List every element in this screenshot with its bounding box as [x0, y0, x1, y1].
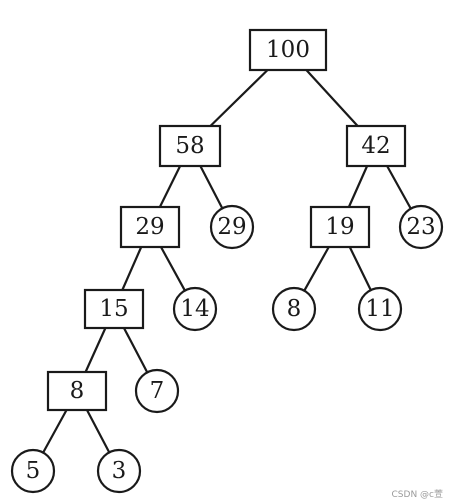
node-value-label: 14 — [180, 296, 209, 322]
tree-edge — [42, 408, 68, 454]
leaf-node-circle — [271, 286, 317, 332]
tree-edge — [122, 326, 149, 374]
node-value-label: 19 — [325, 214, 354, 240]
internal-node: 58 — [158, 124, 222, 168]
node-value-label: 15 — [99, 296, 128, 322]
node-value-label: 23 — [406, 214, 435, 240]
leaf-node: 5 — [10, 448, 56, 494]
internal-node-box — [119, 205, 181, 249]
tree-edge — [199, 164, 224, 210]
internal-node-box — [345, 124, 407, 168]
watermark: CSDN @c萱 — [391, 490, 443, 500]
tree-edge — [348, 245, 372, 292]
tree-edge — [303, 245, 330, 292]
internal-node: 8 — [46, 370, 108, 412]
tree-edge — [121, 245, 143, 292]
internal-node-box — [248, 28, 328, 72]
node-value-label: 42 — [361, 133, 390, 159]
leaf-node-circle — [209, 204, 255, 250]
node-value-label: 3 — [112, 458, 127, 484]
internal-node: 19 — [309, 205, 371, 249]
leaf-node: 3 — [96, 448, 142, 494]
leaf-node: 23 — [398, 204, 444, 250]
internal-node-box — [46, 370, 108, 412]
tree-nodes: 100 58 42 29 29 19 23 15 14 8 11 8 7 5 3 — [10, 28, 444, 494]
node-value-label: 11 — [365, 296, 394, 322]
leaf-node-circle — [172, 286, 218, 332]
internal-node: 42 — [345, 124, 407, 168]
tree-edge — [158, 164, 182, 209]
leaf-node-circle — [357, 286, 403, 332]
leaf-node: 29 — [209, 204, 255, 250]
leaf-node-circle — [398, 204, 444, 250]
internal-node: 100 — [248, 28, 328, 72]
leaf-node-circle — [10, 448, 56, 494]
tree-edge — [305, 68, 359, 128]
leaf-node: 8 — [271, 286, 317, 332]
leaf-node: 7 — [134, 368, 180, 414]
internal-node: 29 — [119, 205, 181, 249]
node-value-label: 8 — [287, 296, 302, 322]
leaf-node-circle — [96, 448, 142, 494]
leaf-node: 14 — [172, 286, 218, 332]
internal-node-box — [83, 288, 145, 330]
internal-node-box — [309, 205, 371, 249]
tree-edge — [159, 245, 186, 292]
node-value-label: 100 — [266, 37, 310, 63]
node-value-label: 29 — [135, 214, 164, 240]
node-value-label: 5 — [26, 458, 41, 484]
tree-edges — [42, 68, 412, 454]
tree-edge — [347, 164, 369, 209]
leaf-node-circle — [134, 368, 180, 414]
node-value-label: 58 — [175, 133, 204, 159]
node-value-label: 29 — [217, 214, 246, 240]
tree-edge — [386, 164, 412, 210]
tree-edge — [209, 68, 269, 128]
tree-edge — [85, 408, 111, 454]
internal-node-box — [158, 124, 222, 168]
leaf-node: 11 — [357, 286, 403, 332]
internal-node: 15 — [83, 288, 145, 330]
node-value-label: 8 — [70, 378, 85, 404]
node-value-label: 7 — [150, 378, 165, 404]
tree-edge — [84, 326, 107, 374]
